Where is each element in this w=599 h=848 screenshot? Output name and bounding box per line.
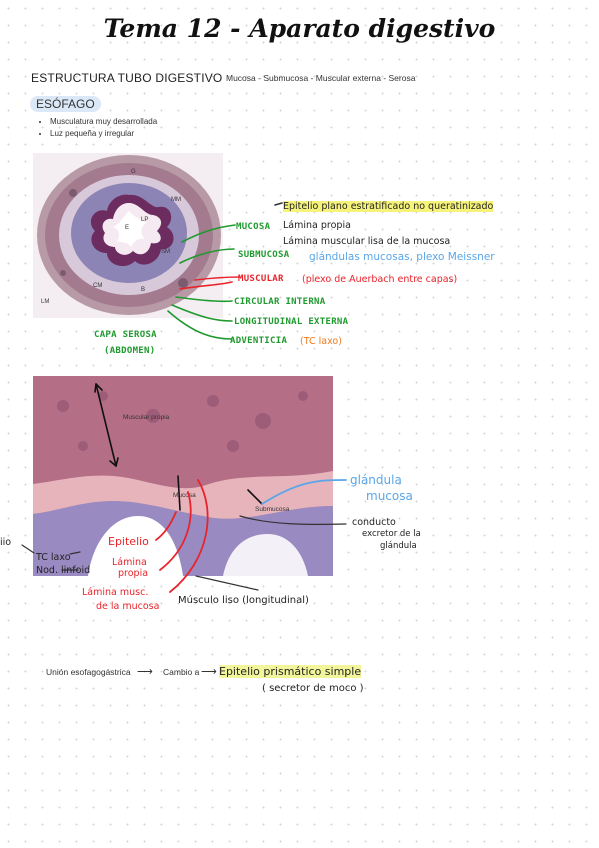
annotation-lamina-muscular: Lámina muscular lisa de la mucosa [283,236,451,247]
secretor-note: ( secretor de moco ) [262,683,364,694]
micro-label: Mucosa [173,492,196,499]
annotation-lamina-propia: Lámina propia [283,220,351,231]
annotation-cut-label: iio [0,537,12,548]
arrow-icon: ⟶ [137,666,153,678]
annotation-longitudinal: LONGITUDINAL EXTERNA [234,317,349,327]
annotation-epitelio: Epitelio plano estratificado no queratin… [283,201,494,212]
annotation-conducto-excretor: excretor de la [362,529,421,539]
annotation-conducto-glandula: glándula [380,541,417,551]
annotation-nod-linfoid: Nod. linfoid [36,565,91,576]
layers-summary: Mucosa - Submucosa - Muscular externa - … [226,73,416,83]
section-heading: ESTRUCTURA TUBO DIGESTIVO [31,71,223,85]
annotation-capa-serosa: CAPA SEROSA [94,330,157,340]
annotation-abdomen: (ABDOMEN) [104,346,156,356]
annotation-tc-laxo: (TC laxo) [300,336,342,347]
union-label: Unión esofagogástrica [46,667,131,677]
micro-label: SM [161,249,170,255]
annotation-glandula: glándula [350,473,402,487]
cambio-label: Cambio a [163,667,200,677]
page-title: Tema 12 - Aparato digestivo [103,14,496,43]
esofago-heading: ESÓFAGO [30,96,101,112]
esophagus-cross-section-image: G MM E LP SM CM LM B [33,153,223,318]
annotation-muscular: MUSCULAR [238,274,284,284]
micro-label: G [131,169,136,175]
micro-label: Submucosa [255,506,290,513]
bullet-item: Musculatura muy desarrollada [50,117,157,126]
annotation-lamina-propia-2: Lámina [112,557,147,568]
arrow-icon: ⟶ [201,666,217,678]
annotation-conducto: conducto [352,517,396,528]
annotation-glandulas: glándulas mucosas, plexo Meissner [309,251,495,263]
micro-label: MM [171,197,181,203]
micro-label: B [141,287,146,293]
micro-label: CM [93,283,103,289]
annotation-adventicia: ADVENTICIA [230,336,288,346]
epitelio-prismatico: Epitelio prismático simple [219,665,362,678]
micro-label: E [125,225,130,231]
annotation-tc-laxo-2: TC laxo [36,552,71,563]
annotation-lamina-propia-2b: propia [118,568,149,579]
annotation-mucosa: MUCOSA [236,222,271,232]
annotation-submucosa: SUBMUCOSA [238,250,290,260]
figure1-arrows [167,202,283,340]
esofago-bullets: Musculatura muy desarrollada Luz pequeña… [36,116,157,141]
annotation-epitelio-2: Epitelio [108,535,149,548]
annotation-circular: CIRCULAR INTERNA [234,297,326,307]
bullet-item: Luz pequeña y irregular [50,129,157,138]
annotation-lamina-muscular-2b: de la mucosa [96,601,160,612]
micro-label: LP [141,217,149,223]
figure2-arrows [21,383,347,593]
annotation-glandula-mucosa: mucosa [366,489,413,503]
annotation-musculo-liso: Músculo liso (longitudinal) [178,595,309,606]
annotation-lamina-muscular-2: Lámina musc. [82,587,149,598]
micro-label: Muscular propia [123,414,170,421]
annotation-plexo: (plexo de Auerbach entre capas) [302,274,458,285]
micro-label: LM [41,299,50,305]
